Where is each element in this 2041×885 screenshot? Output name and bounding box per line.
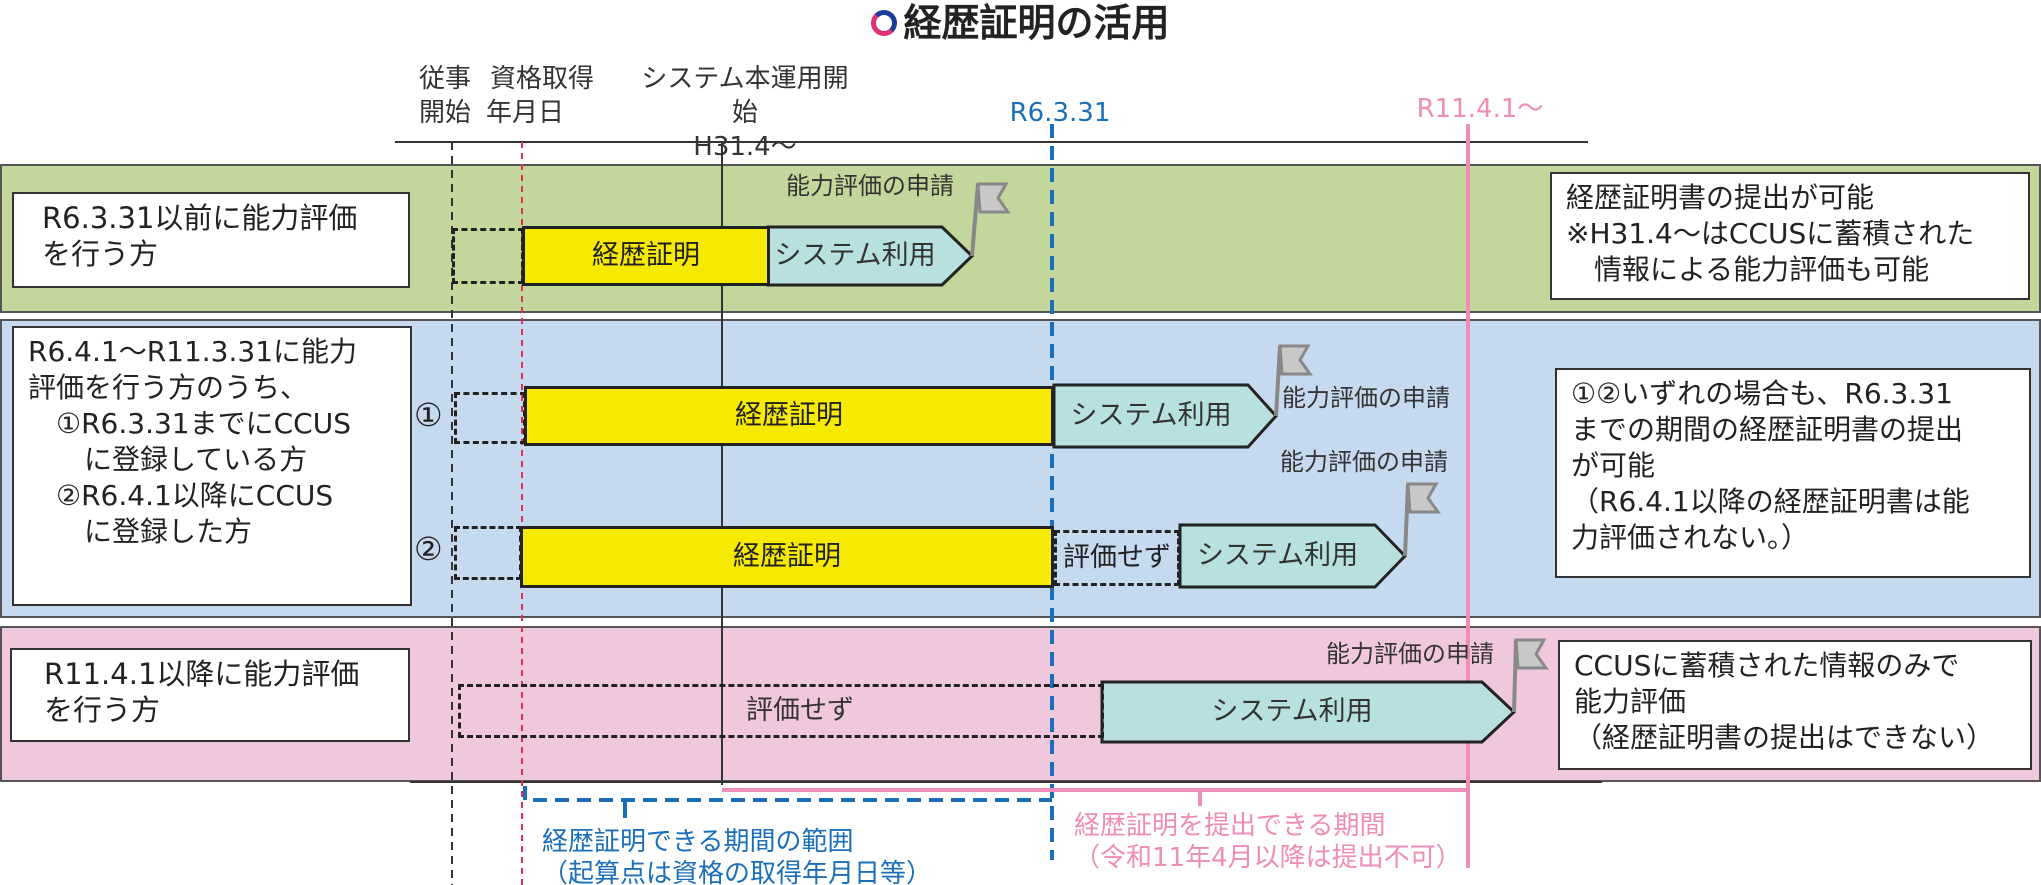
row2-description: R6.4.1～R11.3.31に能力 評価を行う方のうち、 ①R6.3.31まで…	[12, 326, 412, 606]
row1-career-bar: 経歴証明	[522, 226, 770, 286]
header-r6: R6.3.31	[1009, 98, 1111, 128]
row2a-career-bar: 経歴証明	[524, 386, 1054, 446]
row3-flag-icon	[1512, 638, 1549, 713]
title-bullet-icon	[871, 9, 898, 36]
row2a-system-label: システム利用	[1070, 400, 1232, 431]
row1-prequal-dashed	[452, 228, 524, 284]
row2a-system-arrow	[1052, 383, 1279, 449]
row1-apply-label: 能力評価の申請	[786, 172, 954, 200]
pink-note: 経歴証明を提出できる期間 （令和11年4月以降は提出不可）	[1074, 811, 1462, 873]
row2-marker-2: ②	[414, 530, 443, 568]
row2b-system-label: システム利用	[1196, 540, 1359, 571]
row2a-flag-icon	[1274, 344, 1313, 417]
row1-flag-icon	[970, 182, 1011, 257]
header-qualification-date: 資格取得 年月日	[486, 64, 594, 128]
row2a-apply-label: 能力評価の申請	[1282, 384, 1450, 412]
row3-info: CCUSに蓄積された情報のみで 能力評価 （経歴証明書の提出はできない）	[1558, 640, 2032, 770]
row3-apply-label: 能力評価の申請	[1326, 640, 1494, 668]
row2b-flag-icon	[1403, 482, 1441, 557]
row3-description: R11.4.1以降に能力評価 を行う方	[10, 648, 410, 742]
page-title: 経歴証明の活用	[0, 0, 2041, 56]
row2b-career-bar: 経歴証明	[520, 526, 1054, 588]
row2b-apply-label: 能力評価の申請	[1280, 448, 1448, 476]
row1-description: R6.3.31以前に能力評価 を行う方	[12, 192, 410, 288]
row3-no-evaluation	[458, 684, 1104, 738]
row1-info: 経歴証明書の提出が可能 ※H31.4～はCCUSに蓄積された 情報による能力評価…	[1550, 172, 2030, 300]
blue-bracket	[523, 786, 1052, 802]
row2a-prequal-dashed	[454, 392, 526, 444]
row3-no-evaluation-label: 評価せず	[746, 695, 854, 726]
blue-note: 経歴証明できる期間の範囲 （起算点は資格の取得年月日等）	[542, 827, 933, 885]
row2b-prequal-dashed	[454, 526, 522, 580]
row1-system-label: システム利用	[774, 240, 936, 271]
row2-info: ①②いずれの場合も、R6.3.31 までの期間の経歴証明書の提出 が可能 （R6…	[1555, 368, 2031, 578]
row2b-system-arrow	[1178, 523, 1408, 589]
header-system-start: システム本運用開始 H31.4～	[641, 64, 849, 162]
row3-system-label: システム利用	[1211, 696, 1373, 727]
row2-marker-1: ①	[414, 396, 443, 434]
header-r11: R11.4.1～	[1416, 94, 1544, 124]
row2b-no-evaluation: 評価せず	[1054, 530, 1180, 586]
header-start: 従事 開始	[418, 64, 471, 128]
